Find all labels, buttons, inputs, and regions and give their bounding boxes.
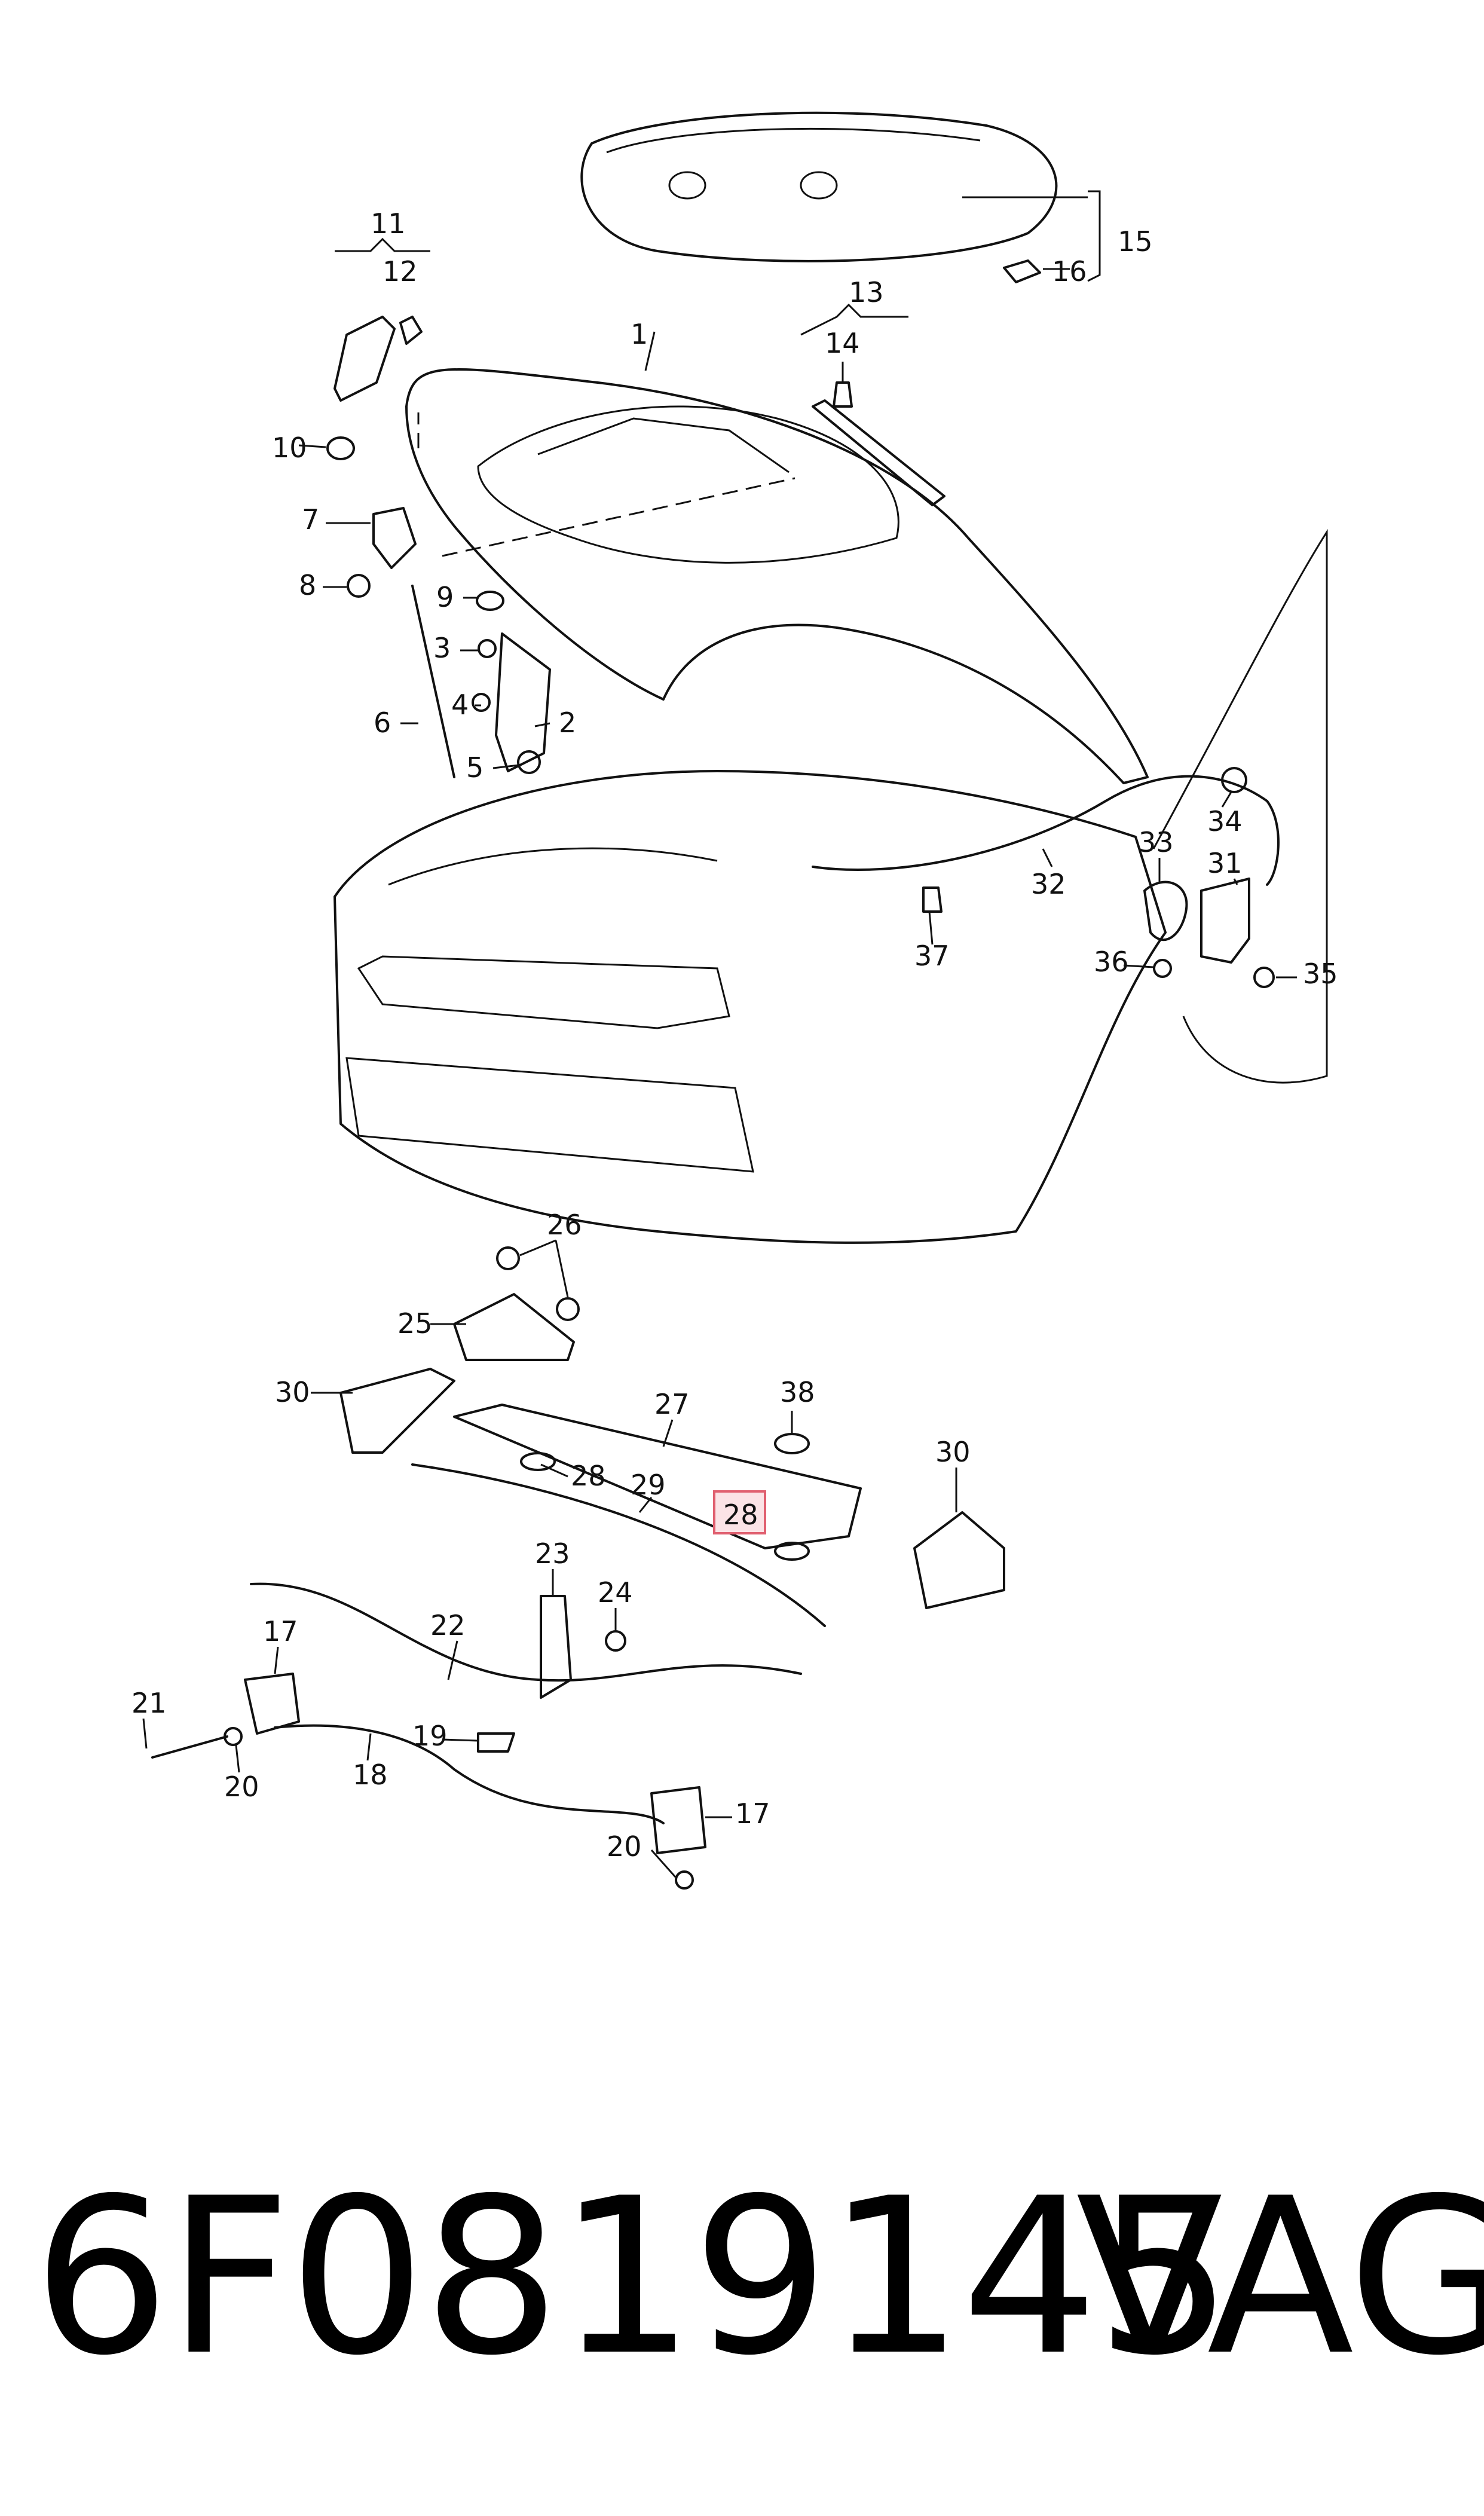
callout-18: 18 (353, 1759, 388, 1791)
release-handle-33 (1143, 881, 1188, 941)
callout-17a: 17 (263, 1615, 298, 1647)
callout-7: 7 (302, 503, 319, 536)
callout-13: 13 (849, 276, 884, 308)
bracket-31 (1200, 878, 1250, 964)
plug-38 (774, 1433, 810, 1454)
callout-26: 26 (547, 1209, 582, 1241)
nut-8 (347, 574, 371, 598)
callout-labels: 1 2 3 4 5 6 7 8 9 10 11 12 13 14 15 16 1… (131, 207, 1338, 1863)
callout-20a: 20 (224, 1771, 259, 1803)
hood-insulation-pad (580, 111, 1058, 262)
cover-25 (453, 1293, 575, 1361)
screw-24 (605, 1630, 626, 1652)
callout-12: 12 (383, 255, 418, 288)
callout-15: 15 (1118, 225, 1153, 258)
lock-17-left (244, 1673, 300, 1735)
callout-37: 37 (914, 940, 950, 972)
callout-30a: 30 (275, 1376, 310, 1408)
callout-25: 25 (397, 1307, 433, 1340)
seal-29 (411, 1463, 826, 1627)
buffer-20-right (675, 1870, 694, 1890)
seal-30-left (339, 1368, 455, 1454)
buffer-20-left (224, 1727, 243, 1746)
clip-16 (1003, 259, 1041, 283)
callout-10: 10 (272, 432, 307, 464)
screw-26a (496, 1246, 520, 1270)
callout-28a: 28 (571, 1460, 606, 1492)
callout-36: 36 (1094, 946, 1129, 978)
callout-32: 32 (1031, 868, 1066, 900)
callout-33: 33 (1139, 826, 1174, 858)
clip-37 (922, 886, 943, 913)
callout-29: 29 (631, 1469, 666, 1501)
highlight-box-28 (713, 1490, 766, 1534)
bolt-5 (517, 750, 541, 774)
buffer-10 (326, 436, 355, 460)
lock-17-right (650, 1786, 706, 1854)
callout-30b: 30 (935, 1436, 971, 1468)
callout-24: 24 (598, 1576, 633, 1609)
screw-4 (472, 693, 491, 712)
callout-28-highlighted: 28 (723, 1499, 758, 1531)
clip-12 (399, 316, 423, 345)
callout-1: 1 (631, 318, 648, 350)
grommet-34 (1221, 767, 1247, 793)
callout-22: 22 (430, 1609, 466, 1641)
clip-19 (477, 1732, 515, 1753)
callout-21: 21 (131, 1687, 167, 1719)
grommet-9 (476, 591, 504, 611)
callout-8: 8 (299, 569, 316, 601)
part-number: 6F0819145 (33, 2152, 1232, 2402)
nut-35 (1253, 967, 1275, 988)
clip-14 (833, 381, 853, 408)
cable-22 (250, 1582, 802, 1682)
callout-19: 19 (412, 1720, 448, 1752)
callout-27: 27 (654, 1388, 690, 1420)
brand-label: VAG (1076, 2152, 1484, 2402)
screw-36 (1153, 959, 1172, 978)
exploded-parts-diagram: 1 2 3 4 5 6 7 8 9 10 11 12 13 14 15 16 1… (131, 111, 1338, 1890)
callout-23: 23 (535, 1537, 570, 1570)
callout-38: 38 (780, 1376, 815, 1408)
callout-31: 31 (1207, 847, 1243, 879)
seal-13 (812, 399, 946, 506)
callout-5: 5 (466, 751, 484, 784)
callout-6: 6 (374, 707, 391, 739)
seal-30-right (913, 1511, 1005, 1609)
callout-17b: 17 (735, 1797, 770, 1830)
bracket-23 (540, 1595, 572, 1699)
leader-lines (142, 190, 1297, 1878)
callout-16: 16 (1052, 255, 1087, 288)
callout-20b: 20 (607, 1830, 642, 1863)
gas-strut-6 (411, 585, 455, 778)
cable-18 (274, 1724, 665, 1824)
callout-35: 35 (1303, 958, 1338, 990)
callout-3: 3 (433, 632, 451, 664)
callout-14: 14 (825, 327, 860, 359)
callout-4: 4 (451, 689, 469, 721)
bracket-28-right (774, 1542, 810, 1561)
callout-9: 9 (436, 581, 454, 613)
screw-26b (556, 1297, 580, 1321)
callout-34: 34 (1207, 805, 1243, 837)
seal-11 (333, 316, 396, 402)
bolt-21 (151, 1735, 228, 1759)
callout-2: 2 (559, 707, 576, 739)
release-cable-32 (812, 775, 1280, 886)
bracket-7 (372, 507, 417, 569)
bracket-28-left (520, 1452, 556, 1471)
nut-3 (478, 639, 497, 658)
bonnet (405, 368, 1149, 784)
car-front-body (333, 528, 1328, 1244)
callout-11: 11 (371, 207, 406, 240)
hinge-2 (495, 632, 551, 772)
